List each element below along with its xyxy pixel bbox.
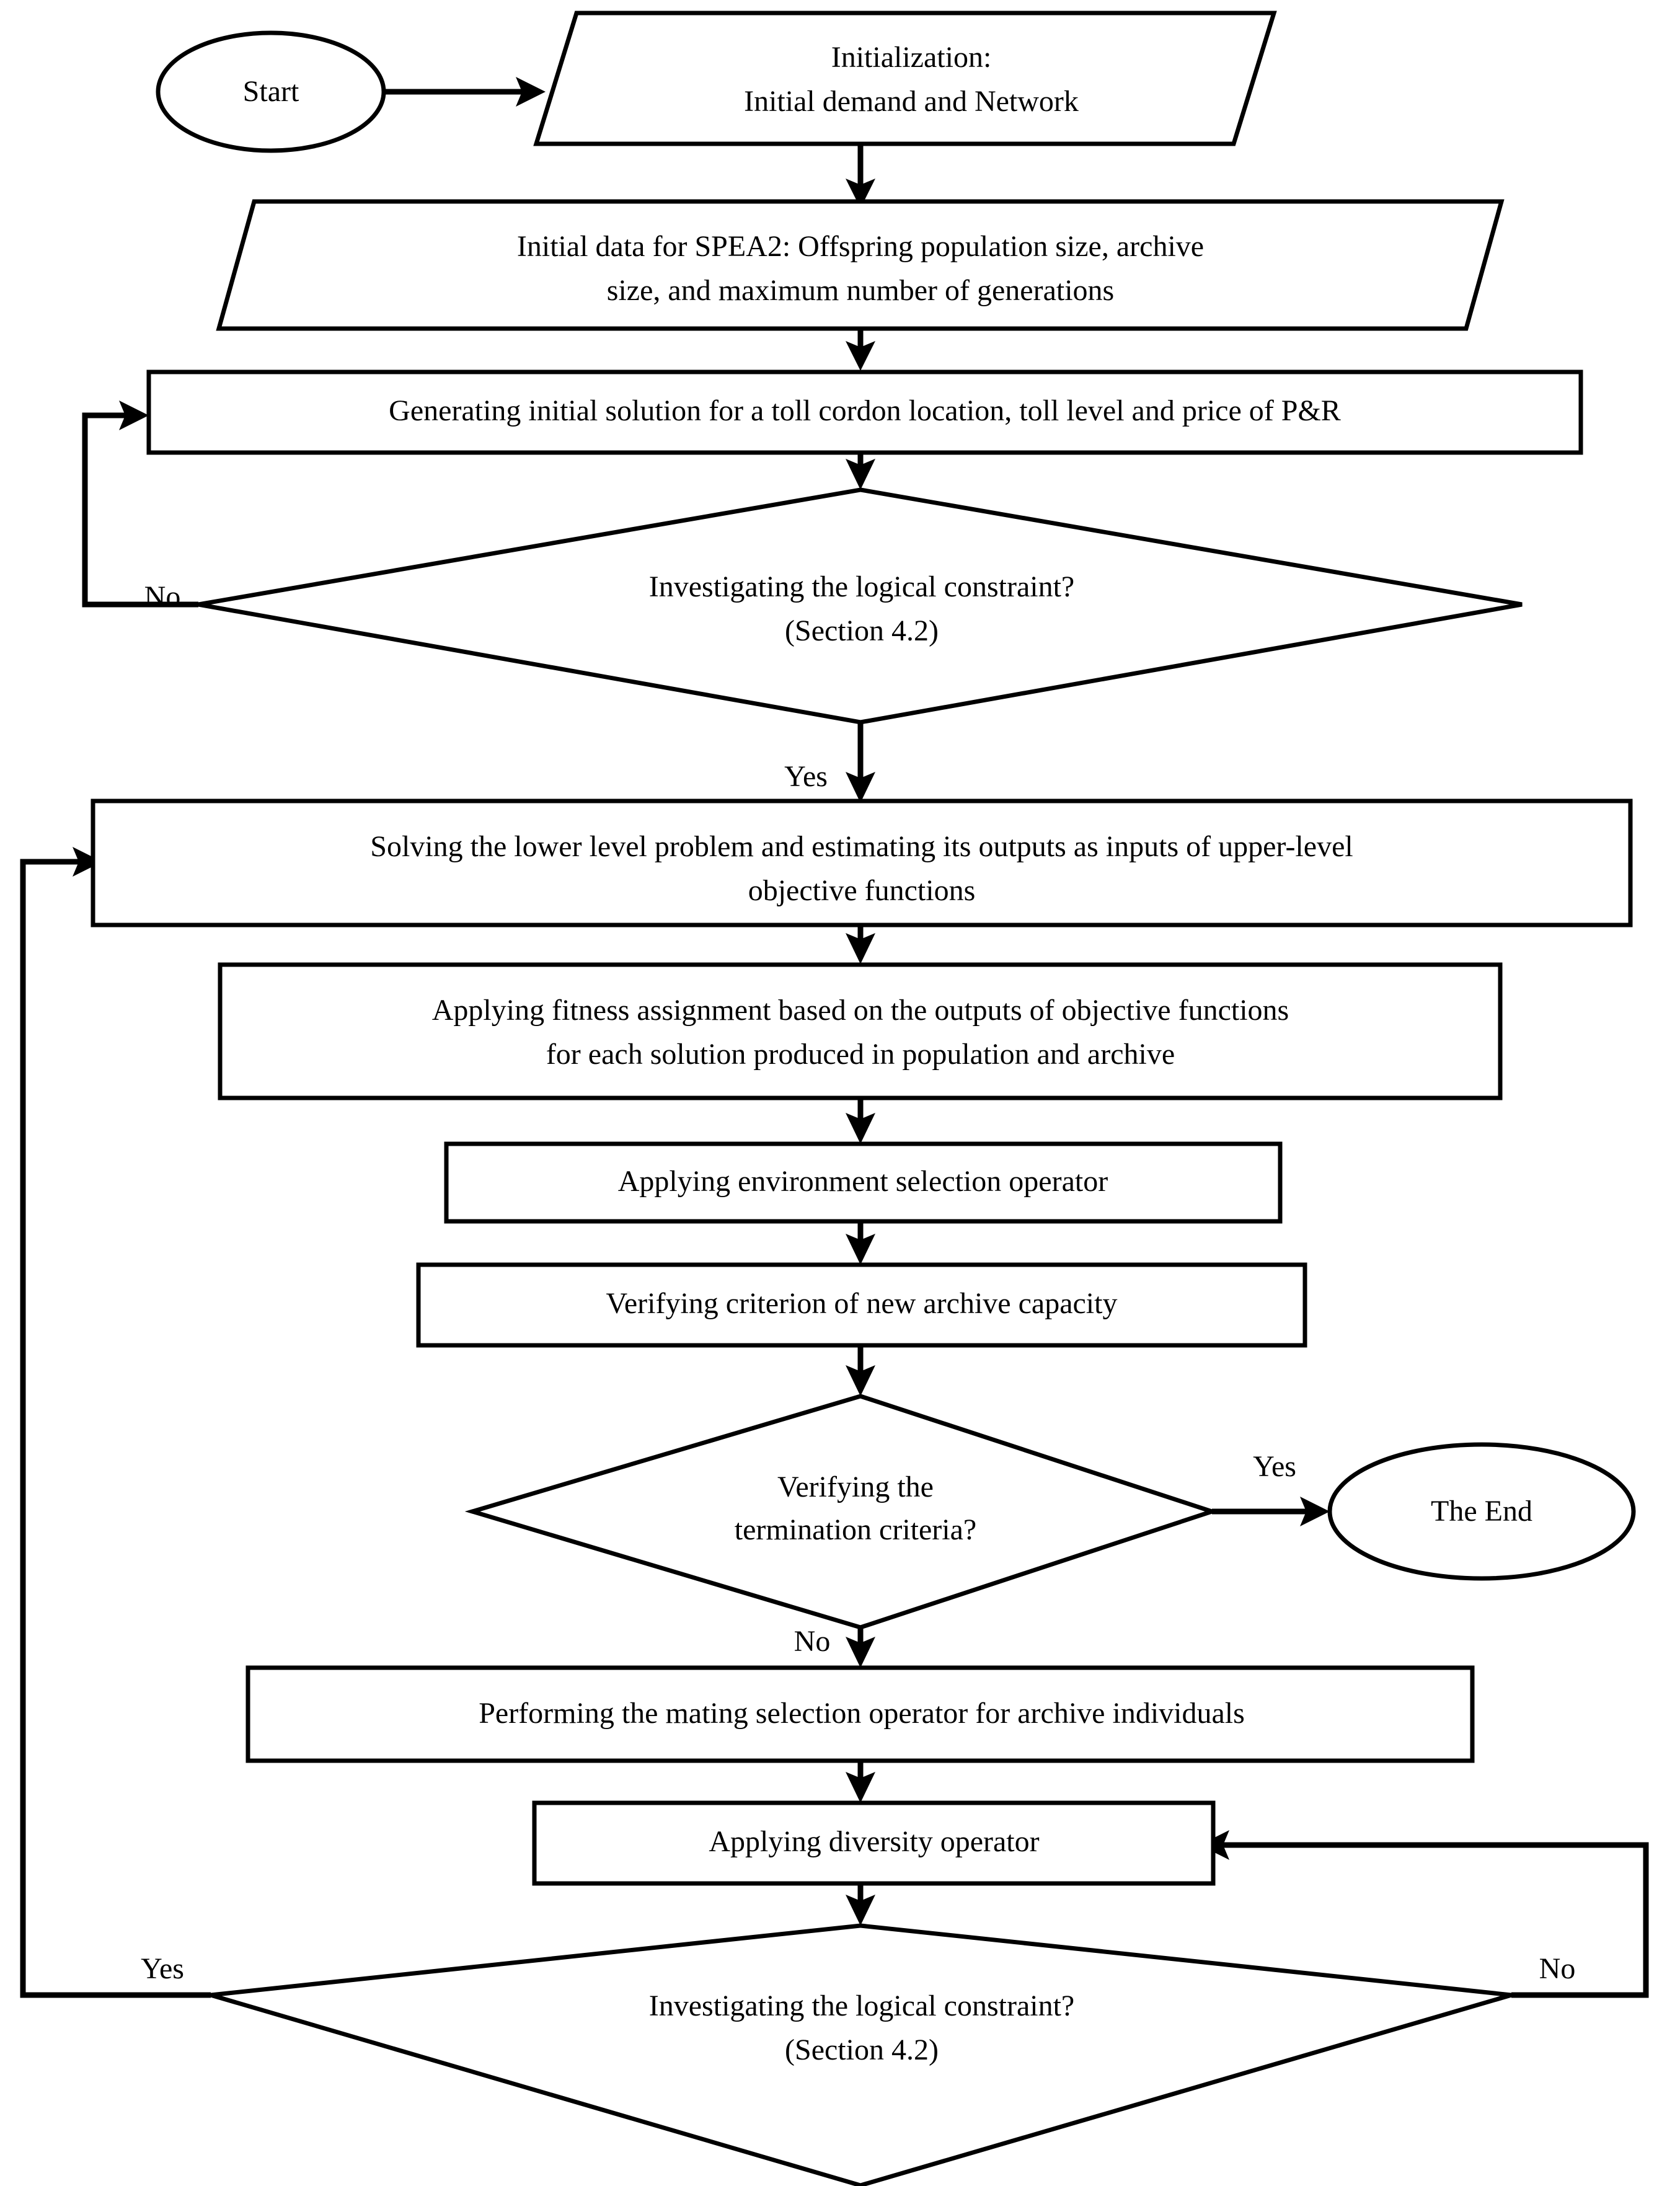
edge-label-bottom-constraint-yes: Yes (141, 1952, 184, 1985)
edge-label-top-constraint-yes: Yes (784, 760, 828, 793)
node-logical-bottom-line1: Investigating the logical constraint? (649, 1989, 1074, 2022)
edge-mating-to-diversity (846, 1759, 875, 1803)
node-initialization-line2: Initial demand and Network (744, 85, 1079, 118)
node-diversity-line1: Applying diversity operator (709, 1825, 1039, 1858)
node-initial-data[interactable]: Initial data for SPEA2: Offspring popula… (216, 199, 1505, 331)
node-logical-bottom-line2: (Section 4.2) (785, 2033, 939, 2066)
node-diversity-operator[interactable]: Applying diversity operator (532, 1800, 1216, 1886)
node-archive-line1: Verifying criterion of new archive capac… (606, 1287, 1118, 1320)
node-initial-data-line2: size, and maximum number of generations (607, 274, 1114, 307)
edge-label-termination-yes: Yes (1253, 1450, 1296, 1483)
edge-top-decision-no-feedback (82, 400, 198, 608)
edge-label-top-constraint-no: No (144, 580, 181, 613)
node-solving-lower-level[interactable]: Solving the lower level problem and esti… (91, 799, 1633, 927)
node-start-label: Start (243, 75, 299, 108)
node-termination-criteria[interactable]: Verifying the termination criteria? (464, 1394, 1219, 1630)
edge-label-bottom-constraint-no: No (1539, 1952, 1576, 1985)
node-solving-line1: Solving the lower level problem and esti… (370, 830, 1353, 863)
edge-fitness-to-environment (846, 1097, 875, 1144)
node-archive-capacity[interactable]: Verifying criterion of new archive capac… (416, 1262, 1307, 1348)
node-fitness-assignment[interactable]: Applying fitness assignment based on the… (218, 962, 1503, 1100)
node-fitness-line1: Applying fitness assignment based on the… (432, 994, 1289, 1027)
node-the-end-label: The End (1431, 1495, 1532, 1528)
node-generating-line1: Generating initial solution for a toll c… (389, 394, 1341, 427)
edge-archive-to-termination (846, 1344, 875, 1396)
node-environment-selection[interactable]: Applying environment selection operator (444, 1141, 1283, 1224)
node-the-end[interactable]: The End (1327, 1442, 1636, 1581)
edge-initialization-to-initial-data (846, 143, 875, 208)
node-mating-line1: Performing the mating selection operator… (479, 1697, 1245, 1730)
edge-environment-to-archive (846, 1220, 875, 1265)
node-fitness-line2: for each solution produced in population… (546, 1038, 1175, 1071)
node-environment-line1: Applying environment selection operator (618, 1165, 1108, 1198)
node-solving-line2: objective functions (748, 874, 976, 907)
node-logical-constraint-top[interactable]: Investigating the logical constraint? (S… (198, 487, 1523, 725)
edge-top-decision-yes-to-solving (846, 722, 875, 803)
edge-initial-data-to-generating (846, 329, 875, 371)
node-logical-top-line1: Investigating the logical constraint? (649, 570, 1074, 603)
node-initialization-line1: Initialization: (831, 41, 992, 74)
edge-label-termination-no: No (794, 1625, 831, 1658)
node-start[interactable]: Start (156, 30, 386, 153)
node-termination-line2: termination criteria? (735, 1513, 976, 1546)
edge-generating-to-top-decision (846, 453, 875, 490)
edge-diversity-to-bottom-decision (846, 1882, 875, 1926)
node-generating-initial-solution[interactable]: Generating initial solution for a toll c… (146, 369, 1583, 455)
node-mating-selection[interactable]: Performing the mating selection operator… (245, 1665, 1475, 1763)
node-initialization[interactable]: Initialization: Initial demand and Netwo… (533, 11, 1277, 146)
node-logical-top-line2: (Section 4.2) (785, 614, 939, 647)
node-initial-data-line1: Initial data for SPEA2: Offspring popula… (517, 230, 1204, 263)
node-logical-constraint-bottom[interactable]: Investigating the logical constraint? (S… (210, 1923, 1512, 2186)
edge-termination-no-to-mating (846, 1627, 875, 1668)
edge-termination-yes-to-end (1212, 1497, 1330, 1526)
edge-bottom-decision-yes-feedback (20, 847, 211, 1998)
edge-solving-to-fitness (846, 923, 875, 964)
edge-start-to-initialization (381, 77, 546, 107)
node-termination-line1: Verifying the (777, 1471, 934, 1503)
